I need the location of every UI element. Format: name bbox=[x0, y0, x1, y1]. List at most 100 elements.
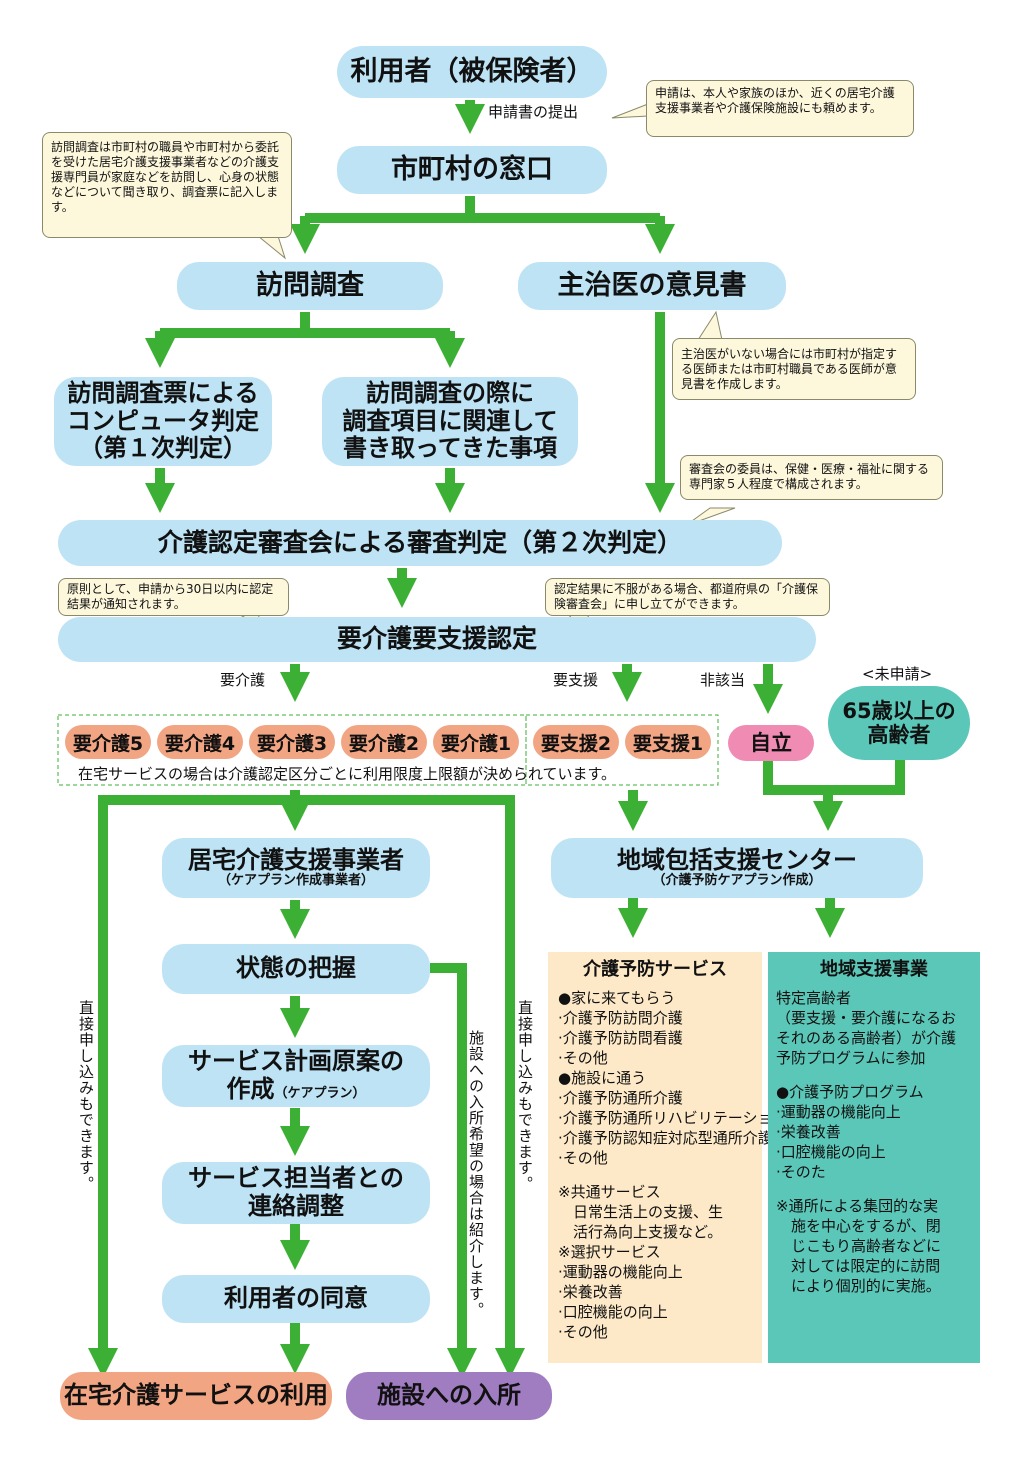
note-tail-shujii bbox=[697, 310, 723, 341]
koureisha-node: 65歳以上の 高齢者 bbox=[828, 686, 970, 760]
note-shujii: 主治医がいない場合には市町村が指定する医師または市町村職員である医師が意見書を作… bbox=[672, 338, 916, 400]
jiritsu-node: 自立 bbox=[728, 725, 814, 761]
ikensho-label: 主治医の意見書 bbox=[557, 270, 747, 302]
keikaku-node: サービス計画原案の 作成（ケアプラン） bbox=[162, 1045, 430, 1107]
panel-right-line: により個別的に実施。 bbox=[776, 1277, 941, 1295]
panel-left-line: ·介護予防通所リハビリテーション bbox=[558, 1109, 788, 1127]
line-direct-right bbox=[295, 795, 515, 1360]
houmon-label: 訪問調査 bbox=[256, 270, 364, 302]
level-shien2: 要支援2 bbox=[533, 725, 619, 759]
haaku-label: 状態の把握 bbox=[236, 954, 356, 983]
mishinsei-label: <未申請> bbox=[862, 665, 933, 683]
panel-chiiki-shien: 地域支援事業 特定高齢者 （要支援・要介護になるおそれのある高齢者）が介護予防プロ… bbox=[768, 952, 980, 1363]
line-jiritsu-houkatsu bbox=[763, 760, 843, 832]
note-houmon: 訪問調査は市町村の職員や市町村から委託を受けた居宅介護支援事業者などの介護支援専… bbox=[42, 132, 292, 238]
panel-left-line: ·介護予防認知症対応型通所介護 bbox=[558, 1129, 773, 1147]
shisetsu-shoukai-text: 施設への入所希望の場合は紹介します。 bbox=[467, 1030, 485, 1318]
yoshien-label: 要支援 bbox=[553, 671, 599, 689]
kaigo-group-border bbox=[57, 714, 527, 786]
arrow-houmon-branch bbox=[160, 312, 310, 338]
panel-yobou-service: 介護予防サービス ●家に来てもらう·介護予防訪問介護·介護予防訪問看護·その他●… bbox=[548, 952, 788, 1363]
shinsakai-node: 介護認定審査会による審査判定（第２次判定） bbox=[58, 520, 782, 566]
panel-yobou-title: 介護予防サービス bbox=[583, 959, 727, 980]
panel-left-line: ●家に来てもらう bbox=[558, 989, 676, 1007]
renraku-line-2: 連絡調整 bbox=[248, 1192, 344, 1220]
arrow-madoguchi-branch bbox=[305, 196, 475, 223]
panel-right-line: ※通所による集団的な実 bbox=[776, 1197, 939, 1215]
panel-right-line: 予防プログラムに参加 bbox=[776, 1049, 926, 1067]
level-kaigo5: 要介護5 bbox=[65, 725, 151, 759]
kyotaku-sub-label: （ケアプラン作成事業者） bbox=[217, 873, 374, 889]
panel-left-line: ·その他 bbox=[558, 1323, 608, 1341]
panel-left-line: ※選択サービス bbox=[558, 1243, 661, 1261]
panel-chiiki-title: 地域支援事業 bbox=[820, 959, 928, 980]
computer-node: 訪問調査票による コンピュータ判定 （第１次判定） bbox=[54, 377, 272, 466]
riyousha-node: 利用者（被保険者） bbox=[337, 46, 607, 98]
nintei-label: 要介護要支援認定 bbox=[336, 624, 537, 654]
kikitori-line-2: 調査項目に関連して bbox=[342, 406, 558, 435]
level-shien1: 要支援1 bbox=[625, 725, 711, 759]
panel-left-line: 活行為向上支援など。 bbox=[558, 1223, 723, 1241]
panel-left-line: ·口腔機能の向上 bbox=[558, 1303, 668, 1321]
higaitou-label: 非該当 bbox=[700, 671, 746, 689]
gendo-note: 在宅サービスの場合は介護認定区分ごとに利用限度上限額が決められています。 bbox=[78, 765, 617, 783]
panel-right-line: ·口腔機能の向上 bbox=[776, 1143, 886, 1161]
panel-right-line: それのある高齢者）が介護 bbox=[776, 1029, 957, 1047]
note-fufuku: 認定結果に不服がある場合、都道府県の「介護保険審査会」に申し立てができます。 bbox=[545, 578, 830, 616]
kikitori-line-1: 訪問調査の際に bbox=[366, 379, 534, 408]
shinsakai-label: 介護認定審査会による審査判定（第２次判定） bbox=[157, 527, 683, 557]
nintei-node: 要介護要支援認定 bbox=[58, 617, 816, 662]
level-kaigo1: 要介護1 bbox=[433, 725, 519, 759]
koureisha-line-1: 65歳以上の bbox=[842, 698, 956, 723]
panel-right-line bbox=[776, 1182, 972, 1196]
kikitori-line-3: 書き取ってきた事項 bbox=[342, 434, 558, 463]
panel-right-line: 特定高齢者 bbox=[776, 989, 852, 1007]
keikaku-sub-label: （ケアプラン） bbox=[274, 1086, 366, 1101]
houkatsu-node: 地域包括支援センター （介護予防ケアプラン作成） bbox=[551, 838, 923, 898]
note-shinsei: 申請は、本人や家族のほか、近くの居宅介護支援事業者や介護保険施設にも頼めます。 bbox=[646, 80, 914, 137]
zaitaku-node: 在宅介護サービスの利用 bbox=[60, 1372, 332, 1420]
doui-node: 利用者の同意 bbox=[162, 1275, 430, 1323]
line-haaku-shisetsu bbox=[430, 963, 467, 1360]
panel-left-line: ·その他 bbox=[558, 1049, 608, 1067]
shisetsu-label: 施設への入所 bbox=[377, 1381, 521, 1410]
panel-left-line: ·介護予防訪問看護 bbox=[558, 1029, 683, 1047]
note-tail-shinsei bbox=[611, 103, 649, 119]
note-shinsakai: 審査会の委員は、保健・医療・福祉に関する専門家５人程度で構成されます。 bbox=[680, 455, 943, 500]
panel-right-line bbox=[776, 1068, 972, 1082]
panel-right-line: じこもり高齢者などに bbox=[776, 1237, 942, 1255]
panel-right-line: 施を中心をするが、閉 bbox=[776, 1217, 941, 1235]
keikaku-line-2: 作成 bbox=[226, 1075, 275, 1103]
madoguchi-label: 市町村の窓口 bbox=[391, 154, 553, 186]
chokusetsu-left-text: 直接申し込みもできます。 bbox=[77, 1000, 95, 1192]
panel-left-line: ·栄養改善 bbox=[558, 1283, 623, 1301]
panel-right-line: ●介護予防プログラム bbox=[776, 1083, 924, 1101]
panel-left-line: ※共通サービス bbox=[558, 1183, 661, 1201]
shisetsu-node: 施設への入所 bbox=[346, 1372, 552, 1420]
panel-right-line: ·栄養改善 bbox=[776, 1123, 841, 1141]
haaku-node: 状態の把握 bbox=[162, 944, 430, 994]
panel-right-line: ·そのた bbox=[776, 1163, 826, 1181]
panel-right-line: 対しては限定的に訪問 bbox=[776, 1257, 941, 1275]
level-kaigo2: 要介護2 bbox=[341, 725, 427, 759]
level-kaigo4: 要介護4 bbox=[157, 725, 243, 759]
panel-left-line: ·その他 bbox=[558, 1149, 608, 1167]
chokusetsu-right-text: 直接申し込みもできます。 bbox=[516, 1000, 534, 1192]
houmon-node: 訪問調査 bbox=[177, 262, 443, 310]
renraku-node: サービス担当者との 連絡調整 bbox=[162, 1162, 430, 1224]
madoguchi-node: 市町村の窓口 bbox=[337, 146, 607, 194]
koureisha-line-2: 高齢者 bbox=[867, 723, 931, 747]
jiritsu-label: 自立 bbox=[750, 730, 792, 755]
kyotaku-node: 居宅介護支援事業者 （ケアプラン作成事業者） bbox=[162, 838, 430, 898]
computer-line-1: 訪問調査票による bbox=[67, 379, 259, 408]
panel-right-line: （要支援・要介護になるお bbox=[776, 1009, 957, 1027]
note-tail-houmon bbox=[256, 235, 286, 260]
zaitaku-label: 在宅介護サービスの利用 bbox=[64, 1381, 328, 1410]
kikitori-node: 訪問調査の際に 調査項目に関連して 書き取ってきた事項 bbox=[322, 377, 578, 466]
panel-left-line: ·介護予防訪問介護 bbox=[558, 1009, 683, 1027]
houkatsu-label: 地域包括支援センター bbox=[617, 845, 857, 874]
panel-left-line: 日常生活上の支援、生 bbox=[558, 1203, 724, 1221]
renraku-line-1: サービス担当者との bbox=[188, 1164, 404, 1193]
panel-left-line: ·介護予防通所介護 bbox=[558, 1089, 683, 1107]
